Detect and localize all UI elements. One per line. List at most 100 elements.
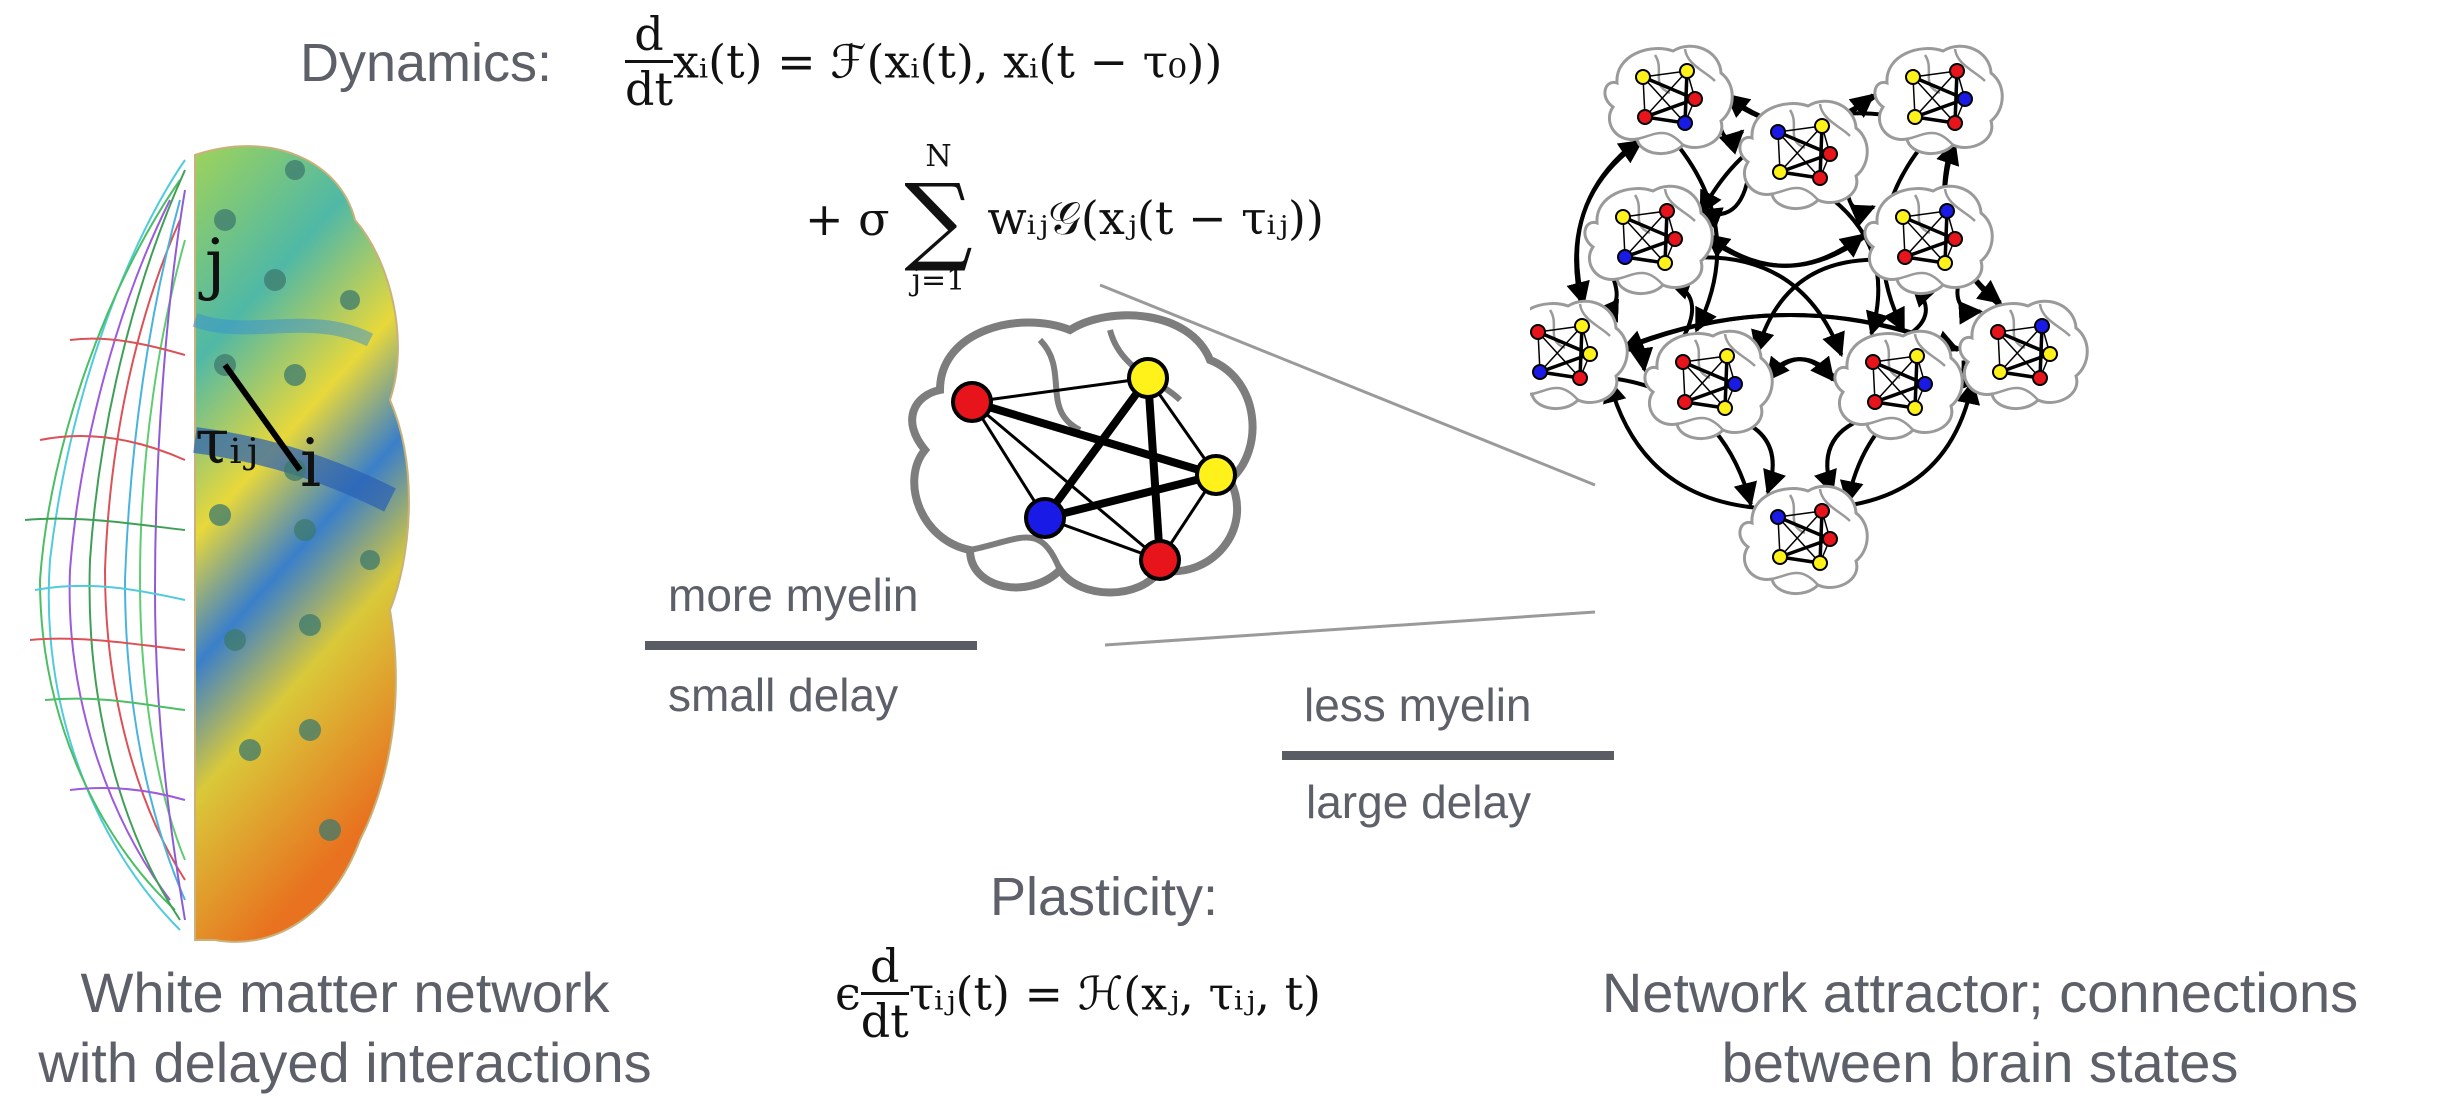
plasticity-denominator: dt (860, 994, 909, 1048)
state-edge (1578, 325, 1584, 379)
left-caption: White matter network with delayed intera… (0, 958, 690, 1098)
state-edge (1723, 355, 1729, 409)
state-node-yellow (1812, 555, 1828, 571)
state-node-yellow (1657, 255, 1673, 271)
state-node-red (1572, 370, 1588, 386)
state-edge (1953, 70, 1959, 124)
state-node-yellow (1717, 400, 1733, 416)
attractor-states (1530, 44, 2089, 596)
small-brain-network (908, 311, 1257, 597)
state-node-yellow (1772, 549, 1788, 565)
state-node-blue (1939, 203, 1955, 219)
state-node-yellow (1992, 364, 2008, 380)
state-edge (1624, 210, 1668, 258)
state-edge (1943, 210, 1949, 264)
state-edge (1683, 70, 1689, 124)
transition-arrow (1695, 255, 1845, 358)
state-edge (1913, 355, 1919, 409)
state-edge (1779, 510, 1823, 558)
state-node-yellow (1905, 69, 1921, 85)
state-node-red (1990, 324, 2006, 340)
right-caption-line1: Network attractor; connections (1601, 961, 2359, 1024)
state-node-red (1675, 354, 1691, 370)
state-node-red (1677, 394, 1693, 410)
eq1-rhs: xᵢ(t) = ℱ(xᵢ(t), xᵢ(t − τ₀)) (672, 34, 1223, 89)
brain-white-matter-image (24, 145, 410, 943)
state-edge (1644, 70, 1688, 118)
eq1-denominator: dt (625, 62, 673, 116)
delay-tau-ij-label: τᵢⱼ (195, 405, 259, 478)
left-caption-line2: with delayed interactions (38, 1031, 652, 1094)
transition-arrow (1814, 416, 1866, 495)
state-node-blue (1677, 115, 1693, 131)
state-node-yellow (1615, 209, 1631, 225)
node-i-label: i (300, 425, 322, 502)
state-edge (1999, 352, 2051, 374)
state-edge (1912, 76, 1956, 124)
transition-arrow (1701, 233, 1865, 268)
state-node-yellow (1909, 348, 1925, 364)
state-node-red (1687, 91, 1703, 107)
brain-state-5 (1863, 184, 1994, 296)
state-edge (1818, 125, 1824, 179)
eq2-prefix: + σ (805, 192, 890, 246)
state-edge (1684, 355, 1728, 403)
state-node-red (1867, 394, 1883, 410)
state-edge (1872, 361, 1916, 409)
state-node-red (1812, 170, 1828, 186)
brain-state-7 (1958, 299, 2089, 411)
less-myelin-label: less myelin (1304, 679, 1532, 731)
brain-state-10 (1738, 484, 1869, 596)
state-node-red (1947, 115, 1963, 131)
fiber-tracts (24, 159, 186, 931)
state-edge (1663, 210, 1669, 264)
state-edge (1904, 237, 1956, 259)
state-edge (1779, 125, 1823, 173)
state-edge (1777, 516, 1821, 564)
state-node-blue (1770, 509, 1786, 525)
state-node-red (1897, 249, 1913, 265)
right-caption: Network attractor; connections between b… (1530, 958, 2430, 1098)
state-node-red (1947, 231, 1963, 247)
state-node-blue (1532, 364, 1548, 380)
transition-arrow (1603, 378, 1755, 510)
network-attractor-diagram (1530, 44, 2089, 596)
state-edge (1622, 216, 1666, 264)
cortex-nodes (209, 160, 380, 841)
plasticity-label: Plasticity: (990, 867, 1219, 927)
state-edge (1874, 355, 1918, 403)
state-edge (1644, 97, 1696, 119)
myelin-divider-left (645, 641, 977, 650)
state-node-blue (2034, 318, 2050, 334)
plasticity-numerator: d (860, 940, 909, 995)
brain-state-4 (1583, 184, 1714, 296)
transition-arrow (1671, 138, 1720, 333)
transition-arrow (1751, 257, 1877, 355)
edge-ij (222, 363, 303, 472)
state-node-yellow (1635, 69, 1651, 85)
state-node-red (1865, 354, 1881, 370)
state-edge (1914, 97, 1966, 119)
state-edge (1902, 216, 1946, 264)
state-edge (1914, 70, 1958, 118)
state-edge (1999, 325, 2043, 373)
brain-state-9 (1833, 329, 1964, 441)
node-j-label: j (205, 225, 226, 302)
state-node-yellow (1937, 255, 1953, 271)
state-node-yellow (1895, 209, 1911, 225)
state-edge (1904, 210, 1948, 258)
state-node-yellow (1907, 109, 1923, 125)
sum-lower-limit: j=1 (911, 263, 966, 298)
state-node-blue (1770, 124, 1786, 140)
state-edge (1684, 382, 1736, 404)
state-edge (1997, 331, 2041, 379)
state-edge (1642, 76, 1686, 124)
left-caption-line1: White matter network (80, 961, 610, 1024)
eq1-numerator: d (625, 8, 673, 63)
brain-state-6 (1530, 299, 1629, 411)
dynamics-equation-2: + σ N ∑ j=1 wᵢⱼ𝒢(xⱼ(t − τᵢⱼ)) (805, 140, 1324, 298)
state-edge (1874, 382, 1926, 404)
state-node-red (1822, 531, 1838, 547)
